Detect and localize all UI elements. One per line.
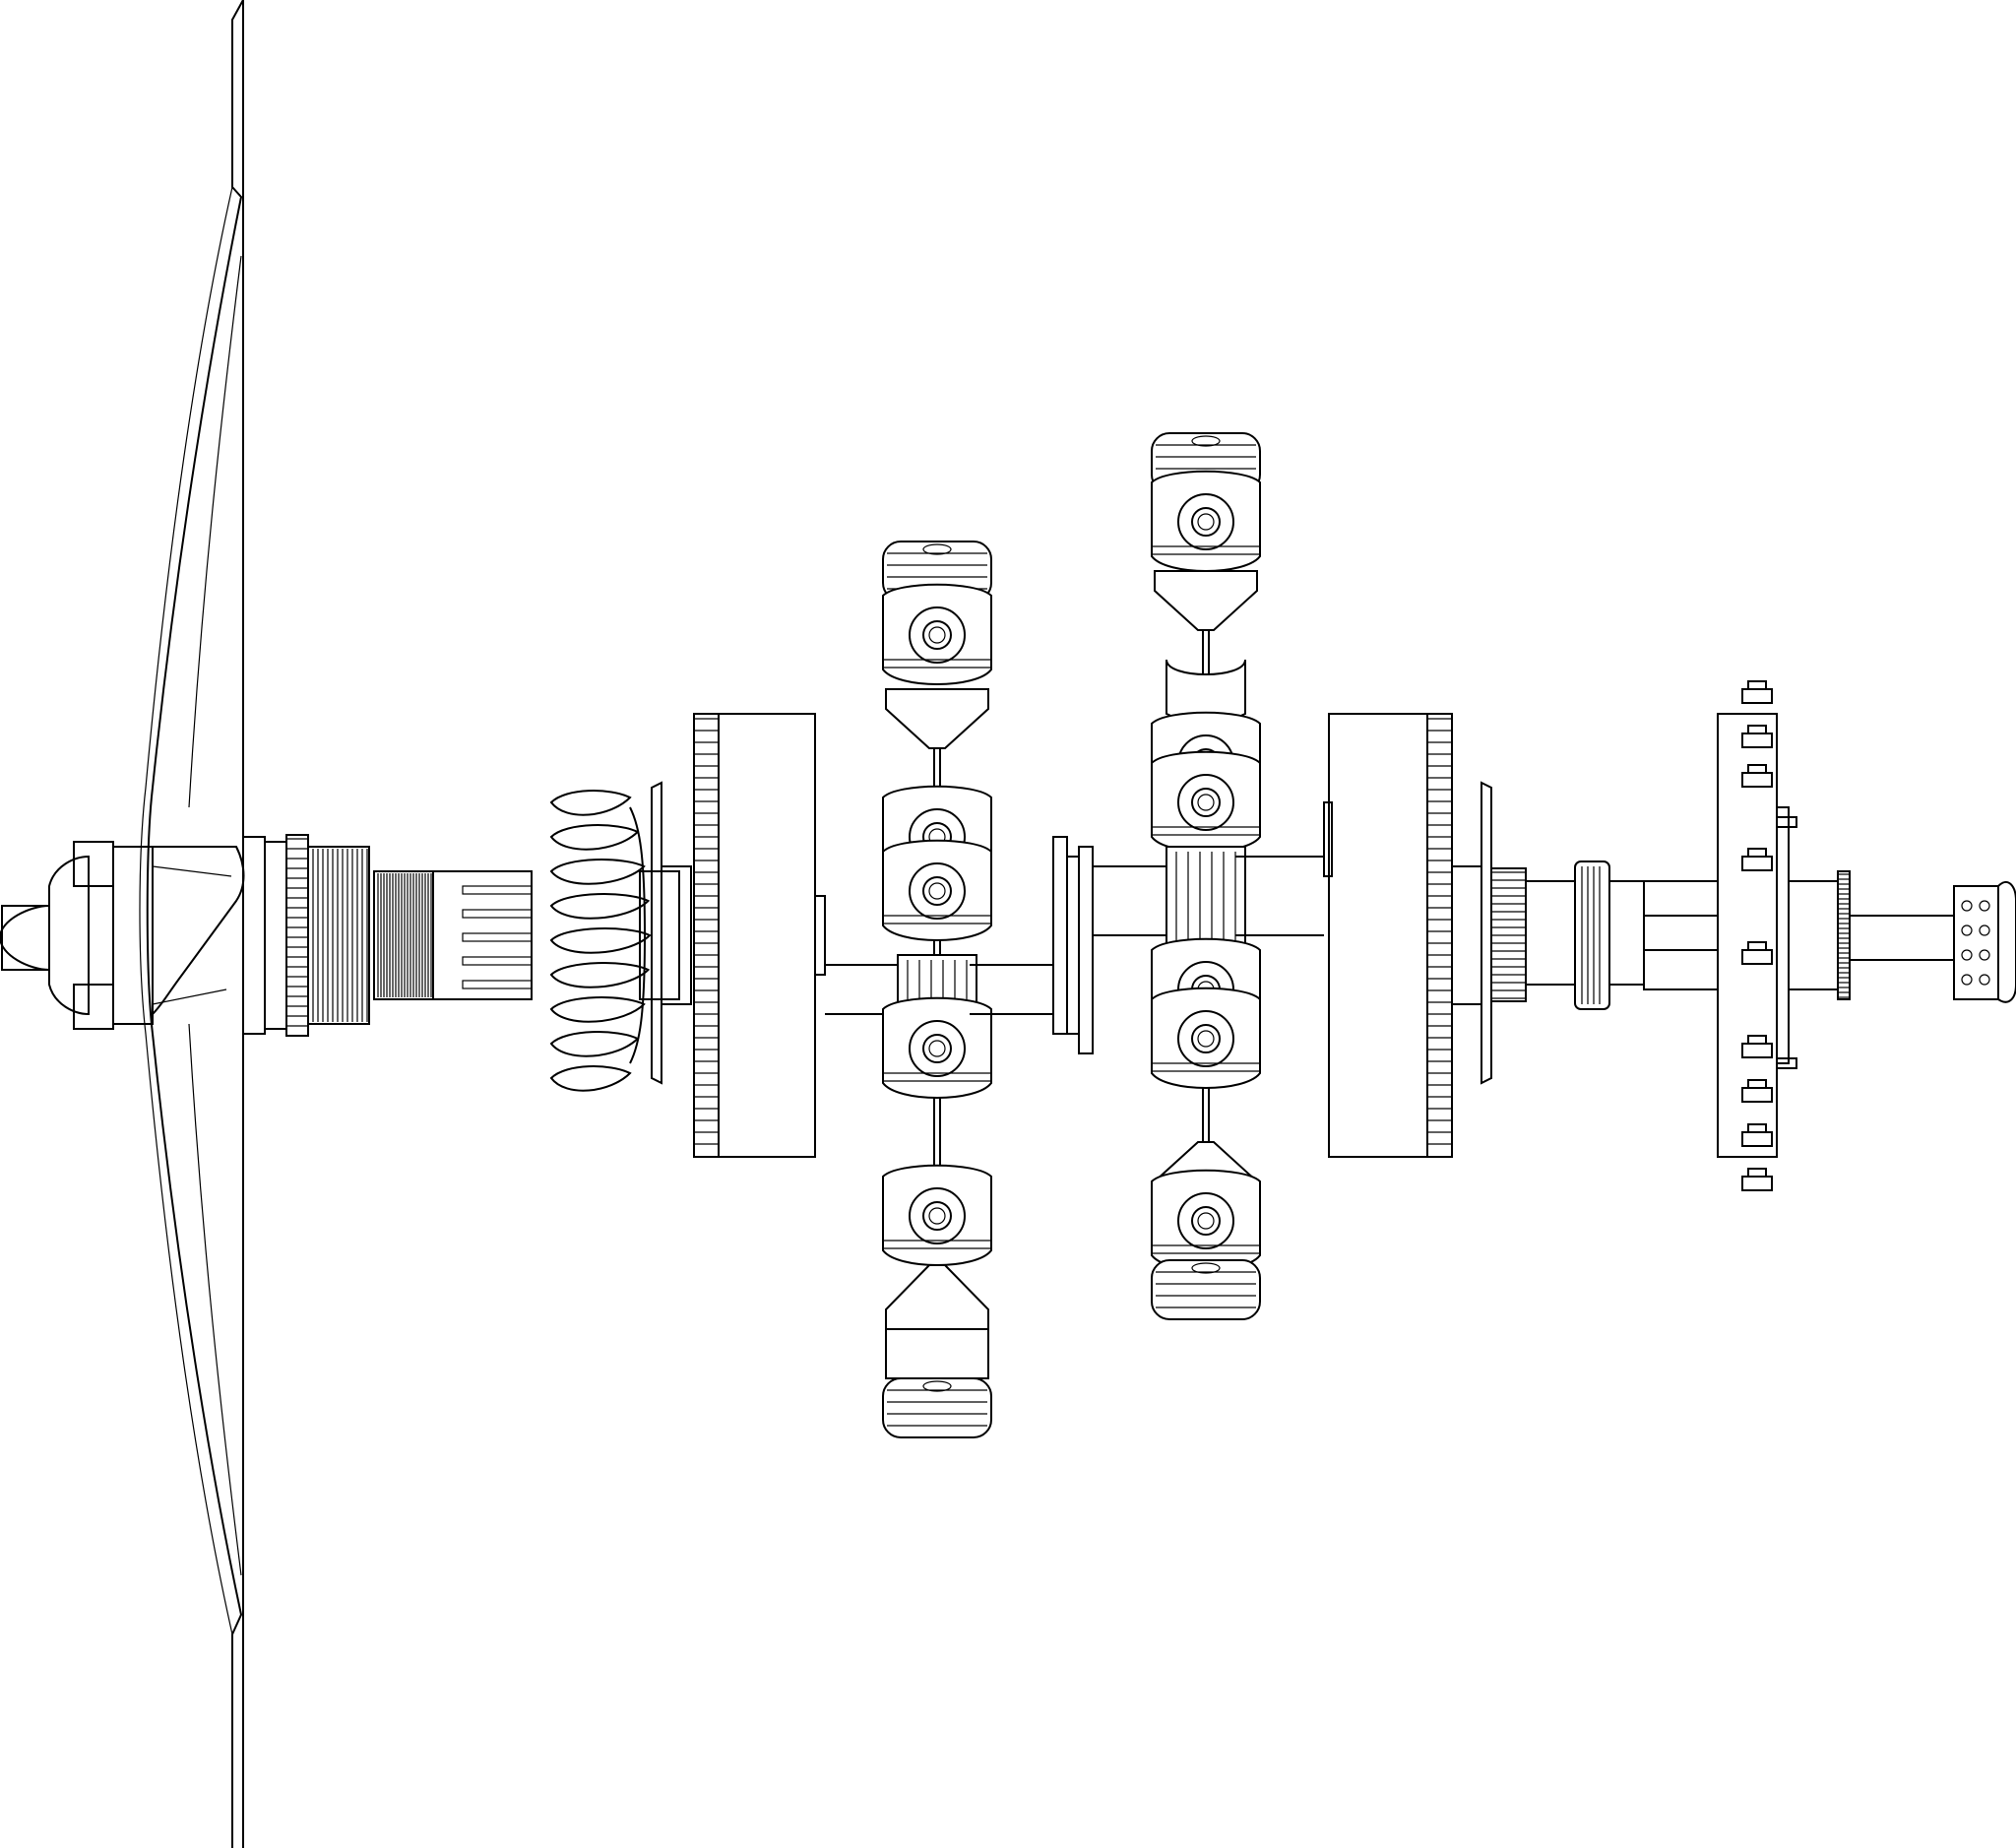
mounting-plate [1717, 680, 1851, 1191]
coupling [970, 836, 1181, 1054]
bevel-gear [549, 790, 652, 1092]
front-crankcase [651, 713, 906, 1158]
cylinder-bank-front [882, 541, 992, 1438]
propeller [139, 0, 244, 1848]
reduction-gear [285, 834, 434, 1037]
rear-crankcase [1235, 713, 1492, 1158]
spinner [0, 841, 154, 1030]
accessory-drive [1490, 860, 1719, 1010]
shaft [432, 870, 680, 1000]
cylinder-bank-rear [1151, 432, 1261, 1320]
tail-cap [1850, 881, 2016, 1003]
hub [152, 836, 287, 1035]
